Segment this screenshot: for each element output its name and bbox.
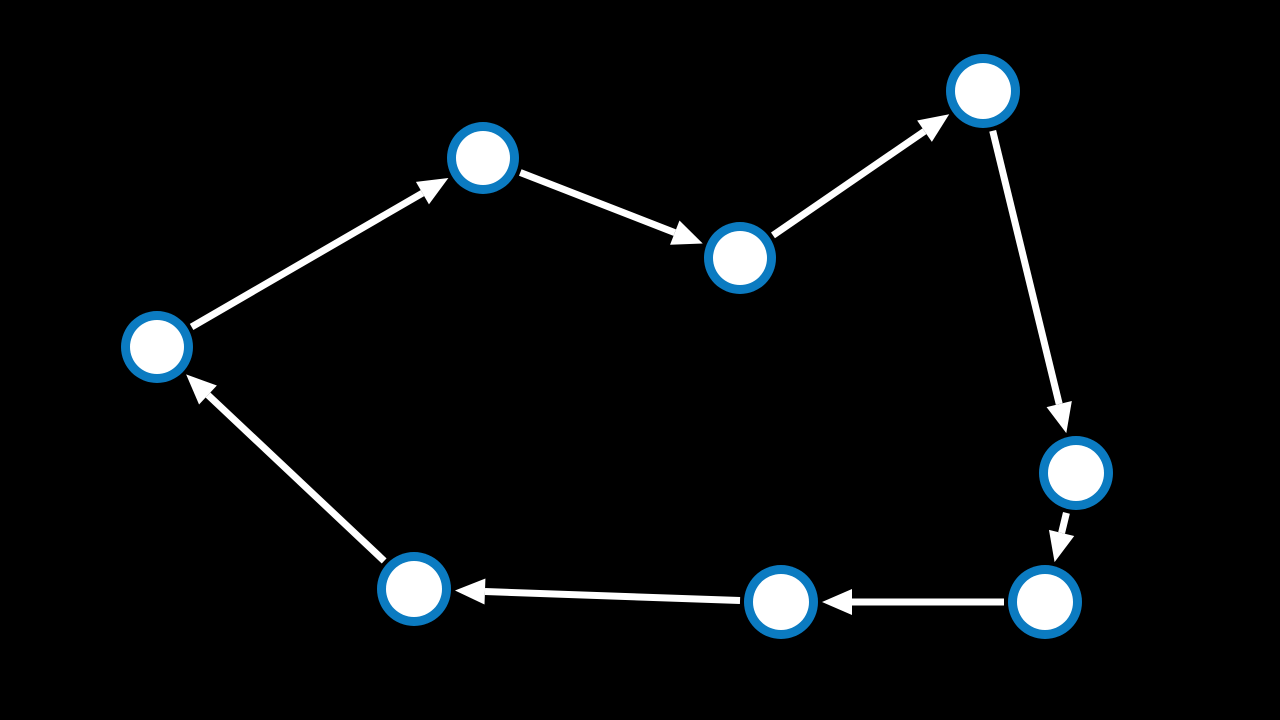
graph-edge[interactable]	[822, 589, 1004, 615]
graph-node[interactable]	[1008, 565, 1082, 639]
arrowhead-icon	[415, 178, 449, 205]
graph-edge[interactable]	[1048, 512, 1075, 563]
node-core	[386, 561, 442, 617]
graph-node[interactable]	[946, 54, 1020, 128]
edge-shaft	[205, 392, 387, 564]
graph-node[interactable]	[121, 311, 193, 383]
graph-node[interactable]	[377, 552, 451, 626]
graph-edge[interactable]	[519, 169, 703, 245]
node-core	[1048, 445, 1104, 501]
arrowhead-icon	[454, 578, 486, 605]
node-core	[955, 63, 1011, 119]
edge-shaft	[989, 130, 1063, 405]
arrowhead-icon	[917, 114, 950, 142]
arrowhead-icon	[186, 374, 217, 405]
arrowhead-icon	[1048, 529, 1075, 563]
arrowhead-icon	[822, 589, 852, 615]
node-core	[753, 574, 809, 630]
arrowhead-icon	[670, 220, 703, 245]
edge-shaft	[770, 128, 927, 239]
node-core	[1017, 574, 1073, 630]
edges-layer	[186, 114, 1075, 615]
graph-node[interactable]	[447, 122, 519, 194]
graph-node[interactable]	[1039, 436, 1113, 510]
edge-shaft	[189, 190, 425, 330]
edge-shaft	[484, 588, 741, 605]
graph-node[interactable]	[744, 565, 818, 639]
edge-shaft	[1058, 512, 1070, 534]
graph-edge[interactable]	[189, 178, 449, 330]
node-core	[456, 131, 510, 185]
graph-edge[interactable]	[186, 374, 387, 564]
nodes-layer	[121, 54, 1113, 639]
graph-edge[interactable]	[454, 578, 741, 605]
graph-node[interactable]	[704, 222, 776, 294]
node-core	[713, 231, 767, 285]
node-core	[130, 320, 184, 374]
graph-edge[interactable]	[989, 130, 1072, 434]
edge-shaft	[519, 169, 677, 236]
arrowhead-icon	[1046, 400, 1072, 434]
graph-edge[interactable]	[770, 114, 950, 239]
